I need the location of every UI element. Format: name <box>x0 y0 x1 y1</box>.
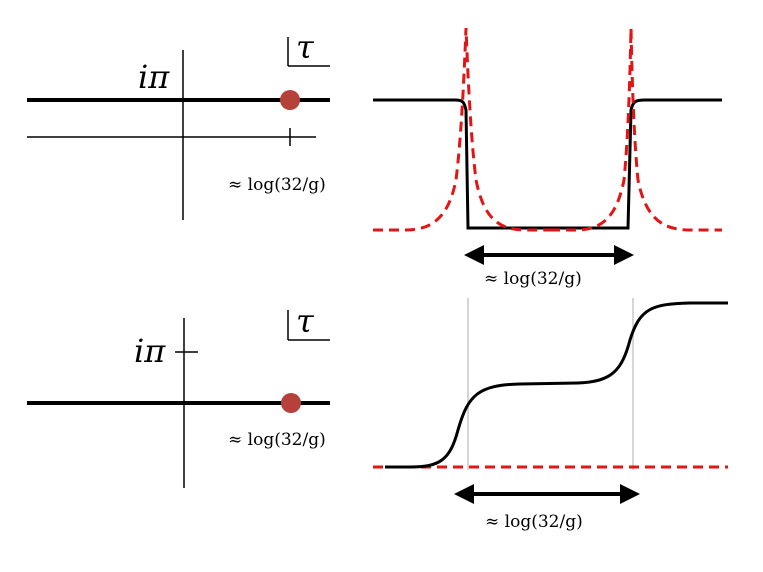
bottom-right-panel: ≈ log(32/g) <box>373 298 728 532</box>
log-label: ≈ log(32/g) <box>228 175 326 195</box>
top-right-panel: ≈ log(32/g) <box>373 27 722 289</box>
black-profile-curve <box>373 98 722 230</box>
singularity-dot <box>281 393 301 413</box>
tau-corner-mark <box>287 37 330 67</box>
tau-label: τ <box>296 28 315 66</box>
log-label: ≈ log(32/g) <box>484 269 582 289</box>
step-curve <box>385 301 728 469</box>
log-label: ≈ log(32/g) <box>228 430 326 450</box>
tau-corner-mark <box>287 310 330 341</box>
ipi-label: iπ <box>138 58 170 96</box>
left-spike-curve <box>373 27 550 232</box>
ipi-label: iπ <box>134 332 166 370</box>
tau-label: τ <box>296 302 315 340</box>
top-left-panel: iπ τ ≈ log(32/g) <box>27 28 330 220</box>
bottom-left-panel: iπ τ ≈ log(32/g) <box>27 302 330 488</box>
log-label: ≈ log(32/g) <box>485 512 583 532</box>
singularity-dot <box>280 90 300 110</box>
right-spike-curve <box>550 27 722 232</box>
